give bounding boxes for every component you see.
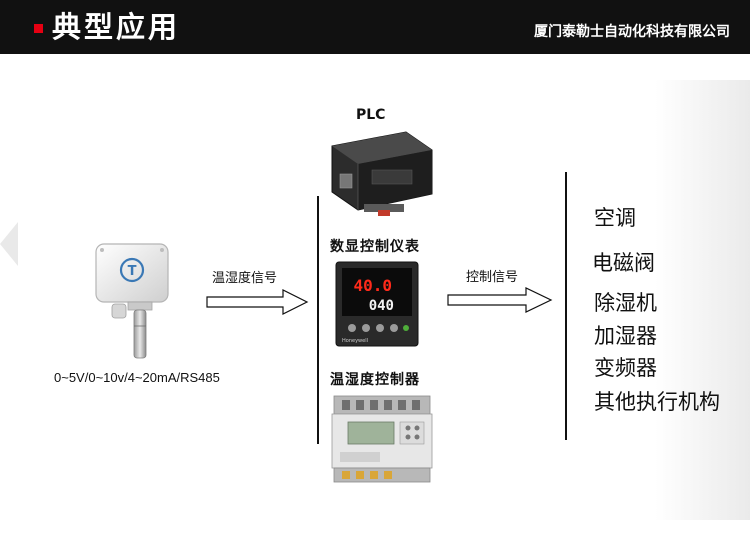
right-divider-line: [565, 172, 567, 440]
panel-readout-bottom: 040: [369, 298, 394, 314]
right-decorative-fade: [655, 80, 750, 520]
header-bar: 典型应用 厦门泰勒士自动化科技有限公司: [0, 0, 750, 54]
page-title: 典型应用: [52, 10, 181, 44]
output-item-dehumidifier: 除湿机: [594, 291, 657, 315]
middle-divider-line: [317, 196, 319, 444]
output-item-humidifier: 加湿器: [594, 324, 657, 348]
signal-out-label: 控制信号: [466, 269, 519, 284]
sensor-spec-label: 0~5V/0~10v/4~20mA/RS485: [54, 370, 220, 385]
controller-label: 温湿度控制器: [330, 372, 420, 388]
output-item-inverter: 变频器: [594, 356, 657, 380]
signal-in-arrow: [206, 289, 309, 315]
plc-device-image: [331, 131, 433, 216]
output-item-other-actuators: 其他执行机构: [594, 390, 720, 414]
output-item-solenoid-valve: 电磁阀: [592, 251, 655, 275]
company-name: 厦门泰勒士自动化科技有限公司: [534, 24, 730, 40]
output-item-air-conditioner: 空调: [594, 206, 636, 230]
humidity-sensor-image: T: [95, 243, 169, 359]
plc-label: PLC: [356, 107, 386, 123]
panel-meter-image: 40.0 040 Honeywell: [335, 261, 419, 347]
left-decorative-triangle: [0, 222, 18, 266]
sensor-logo-letter: T: [128, 264, 137, 279]
panel-meter-label: 数显控制仪表: [330, 239, 420, 255]
signal-out-arrow: [447, 287, 553, 313]
panel-readout-top: 40.0: [353, 276, 392, 295]
panel-brand-text: Honeywell: [342, 338, 368, 344]
signal-in-label: 温湿度信号: [212, 270, 278, 285]
header-accent-square: [34, 24, 43, 33]
humidity-controller-image: [331, 395, 433, 483]
